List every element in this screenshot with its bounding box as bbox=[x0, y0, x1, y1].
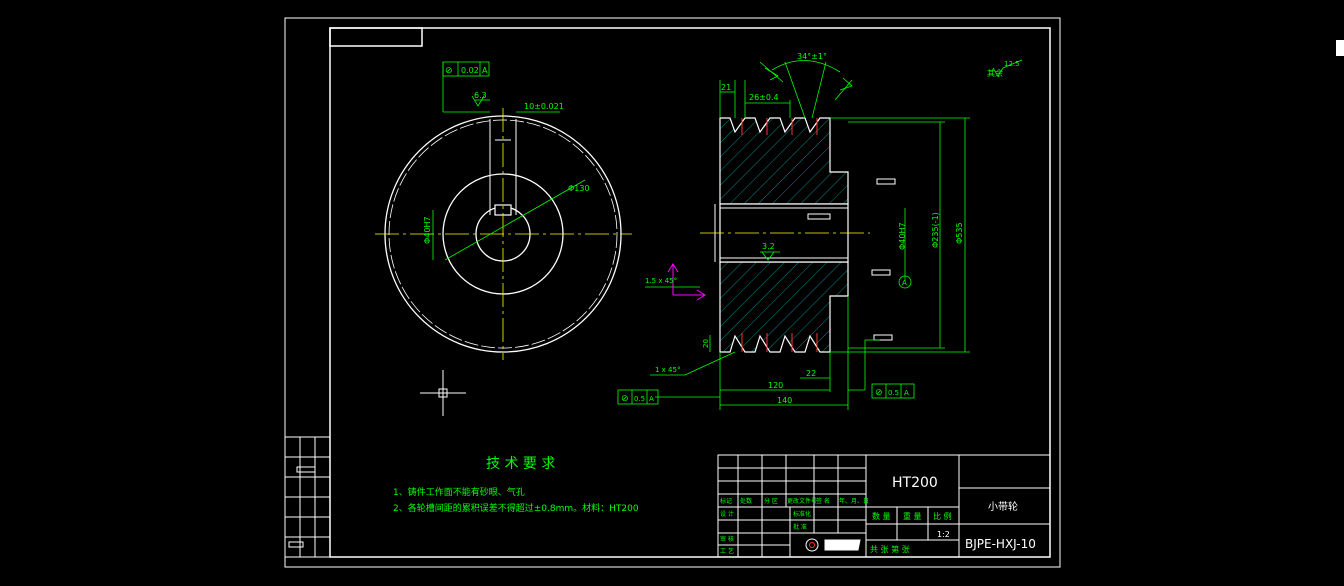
center-marker bbox=[420, 370, 466, 416]
tb-header-2: 分 区 bbox=[764, 497, 778, 505]
title-block-text: HT200 小带轮 BJPE-HXJ-10 1:2 标记 处数 分 区 更改文件… bbox=[720, 475, 1036, 555]
tech-req-title: 技 术 要 求 bbox=[486, 456, 555, 472]
tb-part-name: 小带轮 bbox=[988, 500, 1018, 513]
sec-roughness-bore: 3.2 bbox=[762, 242, 775, 251]
front-roughness-hub: 6.3 bbox=[474, 91, 487, 100]
tb-scale: 1:2 bbox=[937, 530, 950, 539]
sec-dim-22: 22 bbox=[806, 369, 816, 378]
sec-dim-pitch: 26±0.4 bbox=[749, 93, 779, 102]
sec-dia-outer: Φ535 bbox=[955, 222, 964, 244]
sec-tol-right-symbol: ⊘ bbox=[875, 388, 883, 398]
sec-dia-bore: Φ40H7 bbox=[898, 222, 907, 250]
sec-tol-right-datum: A bbox=[904, 389, 909, 397]
section-view: 34°±1° 21 26±0.4 Φ40H7 Φ235(-1) Φ535 A 3… bbox=[617, 52, 1023, 410]
tb-material: HT200 bbox=[892, 475, 938, 491]
tb-header-4: 签 名 bbox=[816, 497, 830, 505]
sec-dim-140: 140 bbox=[777, 396, 792, 405]
section-upper-body bbox=[719, 117, 849, 205]
tb-qty-2: 比 例 bbox=[933, 511, 952, 521]
tb-row-left-0: 设 计 bbox=[720, 510, 734, 518]
left-margin-block bbox=[284, 436, 331, 558]
front-tol-value: 0.02 bbox=[461, 66, 479, 75]
tech-req-item-2: 2、各轮槽间距的累积误差不得超过±0.8mm。材料：HT200 bbox=[393, 502, 639, 514]
tb-drawing-no: BJPE-HXJ-10 bbox=[965, 537, 1036, 551]
tb-row-left2-0: 审 核 bbox=[720, 535, 734, 543]
front-tol-datum: A bbox=[482, 66, 488, 75]
title-block bbox=[717, 454, 1051, 558]
sec-dim-21: 21 bbox=[721, 83, 731, 92]
scroll-tab[interactable] bbox=[1336, 40, 1344, 56]
tb-qty-0: 数 量 bbox=[872, 511, 891, 521]
tb-header-0: 标记 bbox=[720, 497, 732, 505]
front-keyway-width: 10±0.021 bbox=[524, 102, 564, 111]
front-dia-bore: Φ40H7 bbox=[423, 216, 432, 244]
sec-datum: A bbox=[902, 279, 907, 287]
sec-chamfer-bottom: 1 x 45° bbox=[655, 366, 680, 374]
chamfer-arrows bbox=[667, 263, 706, 301]
tb-qty-1: 重 量 bbox=[903, 511, 922, 521]
sec-tol-right-value: 0.5 bbox=[888, 389, 899, 397]
sec-dim-120: 120 bbox=[768, 381, 783, 390]
front-dia-outer: Φ130 bbox=[568, 184, 590, 193]
tb-header-5: 年、月、日 bbox=[839, 497, 869, 505]
front-tol-symbol: ⊘ bbox=[445, 66, 453, 76]
sec-tol-left-symbol: ⊘ bbox=[621, 394, 629, 404]
tb-header-3: 更改文件号 bbox=[787, 497, 817, 505]
sec-chamfer-left: 1.5 x 45° bbox=[645, 277, 677, 285]
tb-mid-label: 批 准 bbox=[793, 523, 807, 531]
tb-row-left2-1: 工 艺 bbox=[720, 547, 734, 555]
roughness-other-label: 其余 bbox=[987, 68, 1003, 78]
sec-tol-left-value: 0.5 bbox=[634, 395, 645, 403]
front-view: ⊘ 0.02 A 6.3 10±0.021 Φ130 Φ40H7 bbox=[375, 61, 632, 416]
tech-req-item-1: 1、铸件工作面不能有砂眼、气孔 bbox=[393, 486, 525, 498]
tb-header-1: 处数 bbox=[740, 497, 752, 505]
sec-groove-angle: 34°±1° bbox=[797, 52, 827, 61]
sec-dim-20: 20 bbox=[702, 339, 710, 348]
inner-frame bbox=[329, 27, 1051, 558]
tech-requirements: 技 术 要 求 1、铸件工作面不能有砂眼、气孔 2、各轮槽间距的累积误差不得超过… bbox=[393, 456, 639, 514]
tb-sheets: 共 张 第 张 bbox=[870, 544, 910, 554]
section-lower-body bbox=[719, 261, 849, 353]
sec-tol-left-datum: A bbox=[649, 395, 654, 403]
roughness-other-value: 12.5 bbox=[1004, 60, 1020, 68]
corner-code-box bbox=[329, 27, 423, 47]
sec-dia-groove: Φ235(-1) bbox=[931, 212, 940, 248]
tb-row-left-1: 标准化 bbox=[793, 510, 811, 518]
outer-frame bbox=[284, 17, 1061, 568]
